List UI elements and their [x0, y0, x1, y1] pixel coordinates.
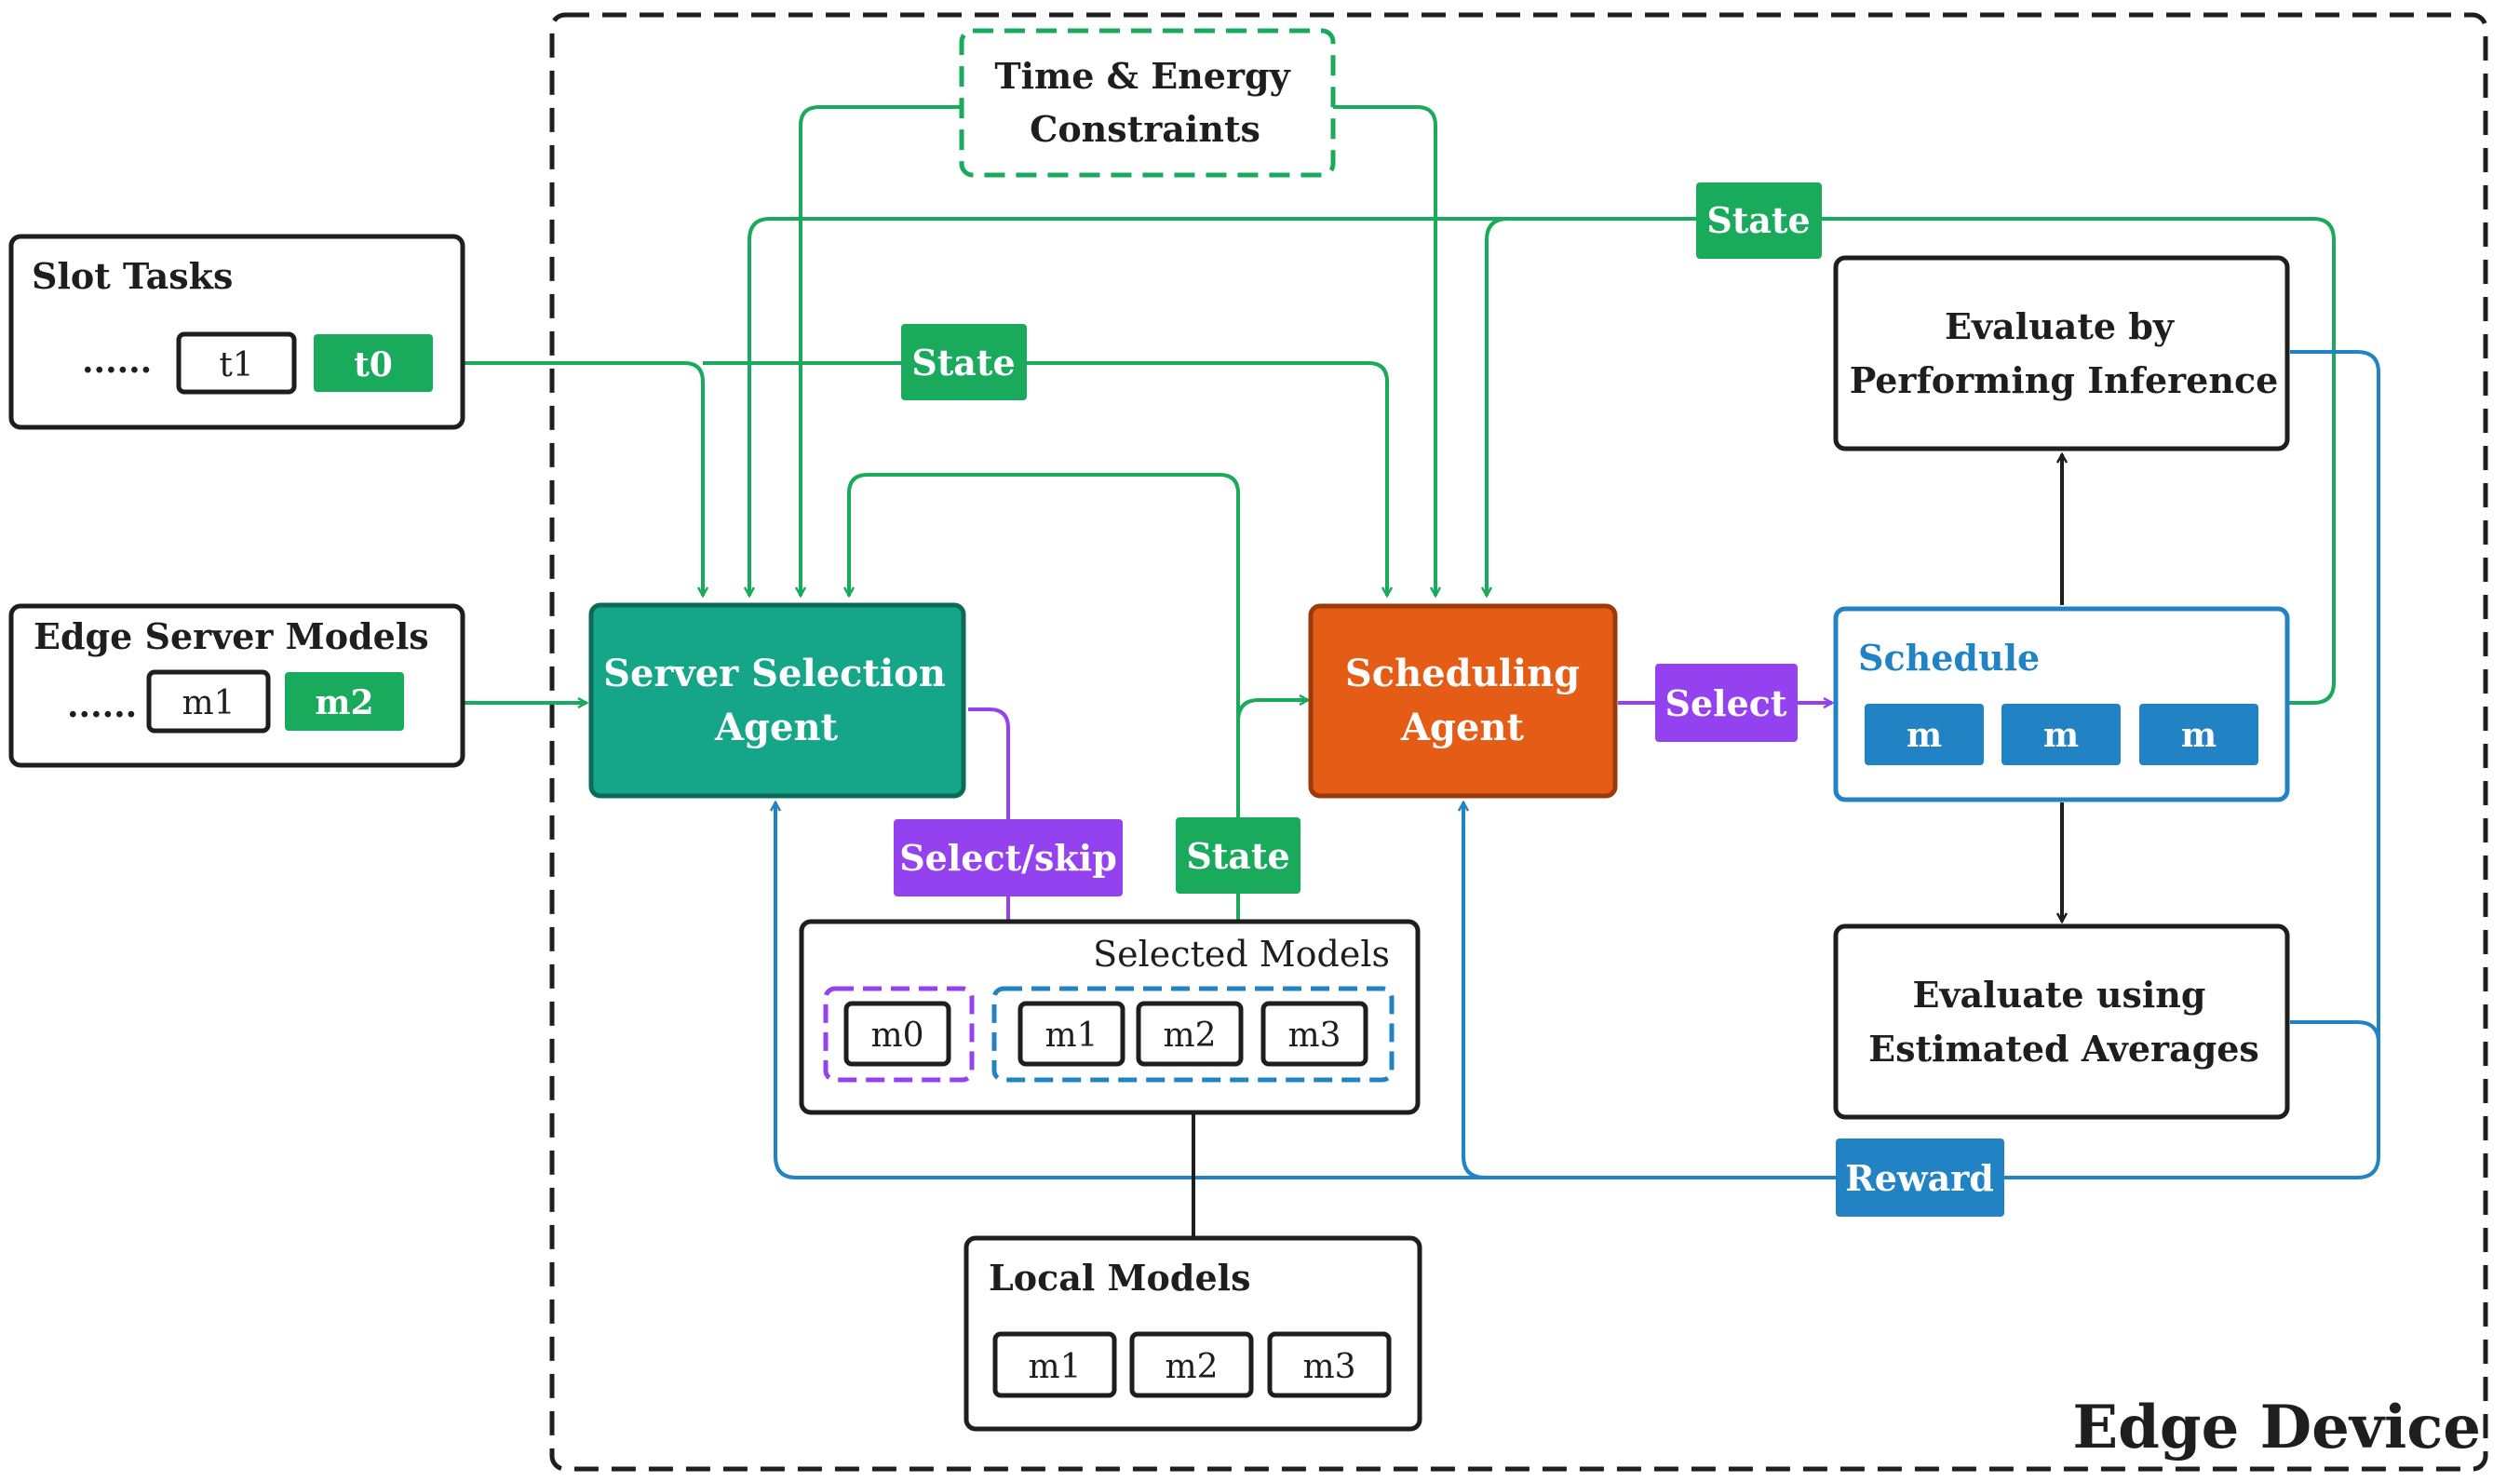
- local-models-title: Local Models: [989, 1257, 1250, 1299]
- selected-model-m2-label: m2: [1163, 1017, 1216, 1055]
- evaluate-averages-line2: Estimated Averages: [1868, 1028, 2259, 1070]
- constraints-box: Time & Energy Constraints: [959, 28, 1336, 178]
- skip-group-outline: [823, 986, 975, 1083]
- local-model-m1-box: [992, 1331, 1117, 1398]
- schedule-panel: Schedule m m m: [1833, 606, 2290, 802]
- local-model-m3-label: m3: [1302, 1348, 1355, 1386]
- selected-model-m2-box: [1136, 1001, 1244, 1067]
- state-badge-top-label: State: [1706, 199, 1810, 241]
- select-badge: Select: [1655, 664, 1798, 742]
- state-badge-top: State: [1696, 182, 1822, 259]
- task-t0-label: t0: [354, 345, 393, 384]
- edge-server-models-panel: Edge Server Models ...... m1 m2: [8, 603, 465, 768]
- schedule-slot-3-label: m: [2181, 716, 2217, 755]
- evaluate-inference-box: Evaluate by Performing Inference: [1833, 255, 2290, 451]
- connector-schedule-state-loop: [749, 217, 2336, 705]
- server-agent-line2: Agent: [714, 706, 839, 749]
- connector-selected-state-to-scheduling-agent: [1236, 700, 1308, 722]
- selected-models-title: Selected Models: [1093, 934, 1390, 975]
- schedule-title: Schedule: [1858, 637, 2040, 679]
- select-skip-badge-label: Select/skip: [899, 837, 1117, 879]
- local-model-m2-box: [1129, 1331, 1254, 1398]
- connector-constraints-to-scheduling-agent: [1333, 105, 1435, 596]
- connector-constraints-to-server-agent: [801, 105, 962, 596]
- server-model-m2-label: m2: [315, 683, 373, 722]
- state-badge-mid-label: State: [911, 342, 1015, 384]
- slot-tasks-ellipsis: ......: [82, 342, 152, 381]
- select-badge-label: Select: [1665, 682, 1787, 724]
- schedule-slot-2: [2001, 704, 2121, 765]
- schedule-slot-2-label: m: [2043, 716, 2079, 755]
- evaluate-inference-line1: Evaluate by: [1945, 305, 2175, 347]
- server-model-m1-label: m1: [182, 684, 235, 722]
- evaluate-inference-line2: Performing Inference: [1850, 359, 2279, 401]
- scheduling-agent-line2: Agent: [1400, 706, 1525, 749]
- schedule-slot-1: [1865, 704, 1984, 765]
- selected-model-m3-label: m3: [1287, 1017, 1341, 1055]
- constraints-line1: Time & Energy: [994, 55, 1290, 97]
- task-t1-box: [176, 331, 297, 395]
- server-model-m2-box: [285, 672, 404, 731]
- state-badge-low-label: State: [1186, 835, 1289, 877]
- state-badge-low: State: [1176, 817, 1300, 894]
- selected-model-m1-box: [1017, 1001, 1125, 1067]
- connector-task-to-scheduling-agent: [703, 361, 1387, 596]
- edge-device-label: Edge Device: [2072, 1393, 2481, 1462]
- server-selection-agent: Server Selection Agent: [588, 602, 966, 799]
- edge-device-container: [549, 12, 2488, 1472]
- selected-models-panel: Selected Models m0 m1 m2 m3: [799, 919, 1421, 1115]
- selected-model-m0-box: [843, 1001, 951, 1067]
- select-skip-badge: Select/skip: [894, 819, 1123, 896]
- connector-reward-to-server-agent: [775, 802, 1485, 1179]
- state-badge-mid: State: [901, 324, 1027, 400]
- connector-inference-reward: [1463, 350, 2380, 1179]
- schedule-slot-3: [2139, 704, 2258, 765]
- local-model-m2-label: m2: [1165, 1348, 1218, 1386]
- scheduling-agent-line1: Scheduling: [1345, 652, 1580, 695]
- schedule-slot-1-label: m: [1907, 716, 1942, 755]
- local-models-panel: Local Models m1 m2 m3: [964, 1235, 1422, 1432]
- task-t1-label: t1: [219, 346, 253, 384]
- reward-badge-label: Reward: [1845, 1157, 1994, 1199]
- edge-server-models-title: Edge Server Models: [34, 615, 429, 657]
- evaluate-averages-box: Evaluate using Estimated Averages: [1833, 923, 2290, 1120]
- evaluate-averages-line1: Evaluate using: [1913, 974, 2206, 1016]
- server-agent-line1: Server Selection: [603, 652, 946, 695]
- connector-state-to-scheduling-agent-top: [1487, 217, 1509, 596]
- task-t0-box: [314, 334, 433, 392]
- edge-server-models-ellipsis: ......: [67, 686, 137, 725]
- local-model-m1-label: m1: [1028, 1348, 1081, 1386]
- slot-tasks-panel: Slot Tasks ...... t1 t0: [8, 234, 465, 430]
- reward-badge: Reward: [1836, 1138, 2004, 1217]
- local-model-m3-box: [1267, 1331, 1392, 1398]
- connector-task-to-server-agent: [436, 361, 703, 596]
- connector-averages-reward: [2290, 1020, 2380, 1044]
- selected-model-m1-label: m1: [1044, 1017, 1098, 1055]
- selected-group-outline: [991, 986, 1395, 1083]
- selected-model-m0-label: m0: [870, 1017, 923, 1055]
- selected-model-m3-box: [1260, 1001, 1368, 1067]
- slot-tasks-title: Slot Tasks: [32, 255, 233, 297]
- constraints-line2: Constraints: [1030, 108, 1260, 150]
- connector-selected-state-to-server-agent: [849, 473, 1240, 922]
- scheduling-agent: Scheduling Agent: [1308, 603, 1618, 799]
- server-model-m1-box: [146, 669, 271, 734]
